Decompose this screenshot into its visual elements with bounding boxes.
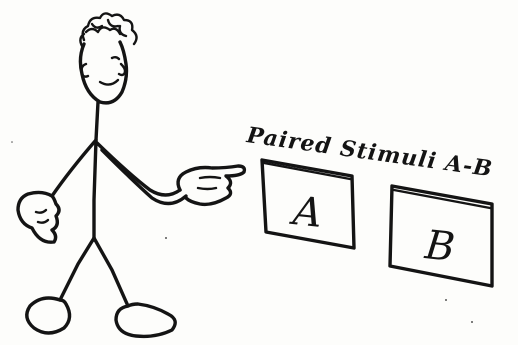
left-shoe (27, 298, 70, 333)
right-shoe (116, 304, 175, 336)
eye (112, 57, 119, 59)
stimulus-card-b: B (390, 186, 492, 286)
curly-hair (80, 13, 136, 46)
left-arm (52, 140, 96, 196)
smile (100, 80, 118, 85)
right-leg (94, 238, 128, 306)
stick-figure (18, 13, 244, 336)
nose (119, 64, 125, 75)
pointing-hand (178, 166, 244, 204)
stimulus-a-letter: A (287, 188, 325, 237)
body-line (94, 102, 98, 240)
left-leg (60, 238, 94, 300)
head (80, 42, 126, 103)
stimulus-card-a: A (262, 160, 354, 248)
ear (82, 64, 89, 77)
stimulus-b-letter: B (422, 222, 457, 271)
left-hand (18, 192, 59, 242)
stimuli-caption: Paired Stimuli A-B (244, 122, 494, 182)
